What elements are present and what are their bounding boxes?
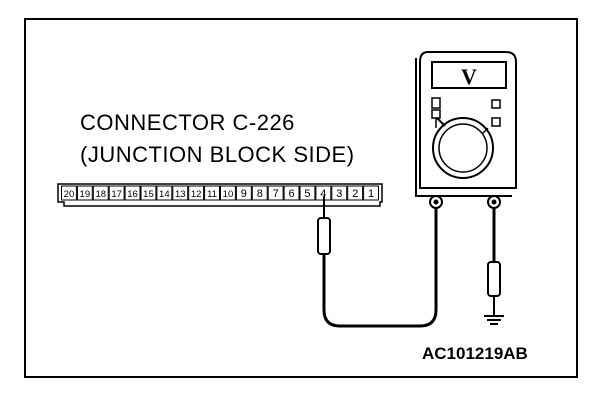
pin-number-label: 6 [288,188,294,200]
pin-number-label: 16 [127,189,138,200]
pin-number-label: 5 [304,188,310,200]
meter-button-left [431,97,441,109]
connector-pin-8: 8 [251,185,268,201]
pin-number-label: 12 [191,189,202,200]
pin-number-label: 17 [111,189,122,200]
connector-pin-5: 5 [299,185,316,201]
connector-pin-17: 17 [108,185,125,201]
test-probe-ground [484,208,504,325]
connector-pin-20: 20 [61,185,77,201]
pin-number-label: 1 [368,188,374,200]
connector-pin-10: 10 [220,185,236,201]
connector-pin-14: 14 [156,185,173,201]
pin-number-label: 19 [80,189,91,200]
pin-number-label: 3 [336,188,342,200]
multimeter [415,51,517,209]
test-probe-positive [317,196,438,328]
connector-pin-2: 2 [347,185,364,201]
reference-code: AC101219AB [422,344,528,363]
pin-number-label: 15 [143,189,154,200]
meter-button-right [491,99,501,109]
connector-subtitle: (JUNCTION BLOCK SIDE) [80,142,355,167]
pin-number-label: 4 [320,188,326,200]
pin-number-label: 11 [207,189,217,200]
connector-pin-12: 12 [188,185,205,201]
connector-pin-3: 3 [331,185,348,201]
pin-number-label: 14 [159,189,170,200]
pin-number-label: 2 [352,188,358,200]
pin-number-label: 10 [223,189,234,200]
ground-symbol [484,315,504,325]
connector-pin-11: 11 [204,185,221,201]
connector-pin-18: 18 [92,185,109,201]
connector-pin-7: 7 [267,185,284,201]
meter-display-unit: V [461,64,477,89]
pin-number-label: 9 [241,188,247,200]
meter-display [431,61,507,89]
connector-pin-9: 9 [235,185,252,201]
pin-number-label: 8 [257,188,263,200]
connector-pin-6: 6 [283,185,300,201]
pin-number-label: 18 [95,189,106,200]
connector-pin-16: 16 [124,185,141,201]
pin-number-label: 20 [64,189,75,200]
connector-pin-13: 13 [172,185,189,201]
connector-title: CONNECTOR C-226 [80,110,295,135]
pin-number-label: 13 [175,189,186,200]
connector-pin-19: 19 [76,185,93,201]
connector-pin-1: 1 [363,185,380,201]
pin-number-label: 7 [273,188,279,200]
meter-dial [432,117,494,179]
connector-pin-15: 15 [140,185,157,201]
